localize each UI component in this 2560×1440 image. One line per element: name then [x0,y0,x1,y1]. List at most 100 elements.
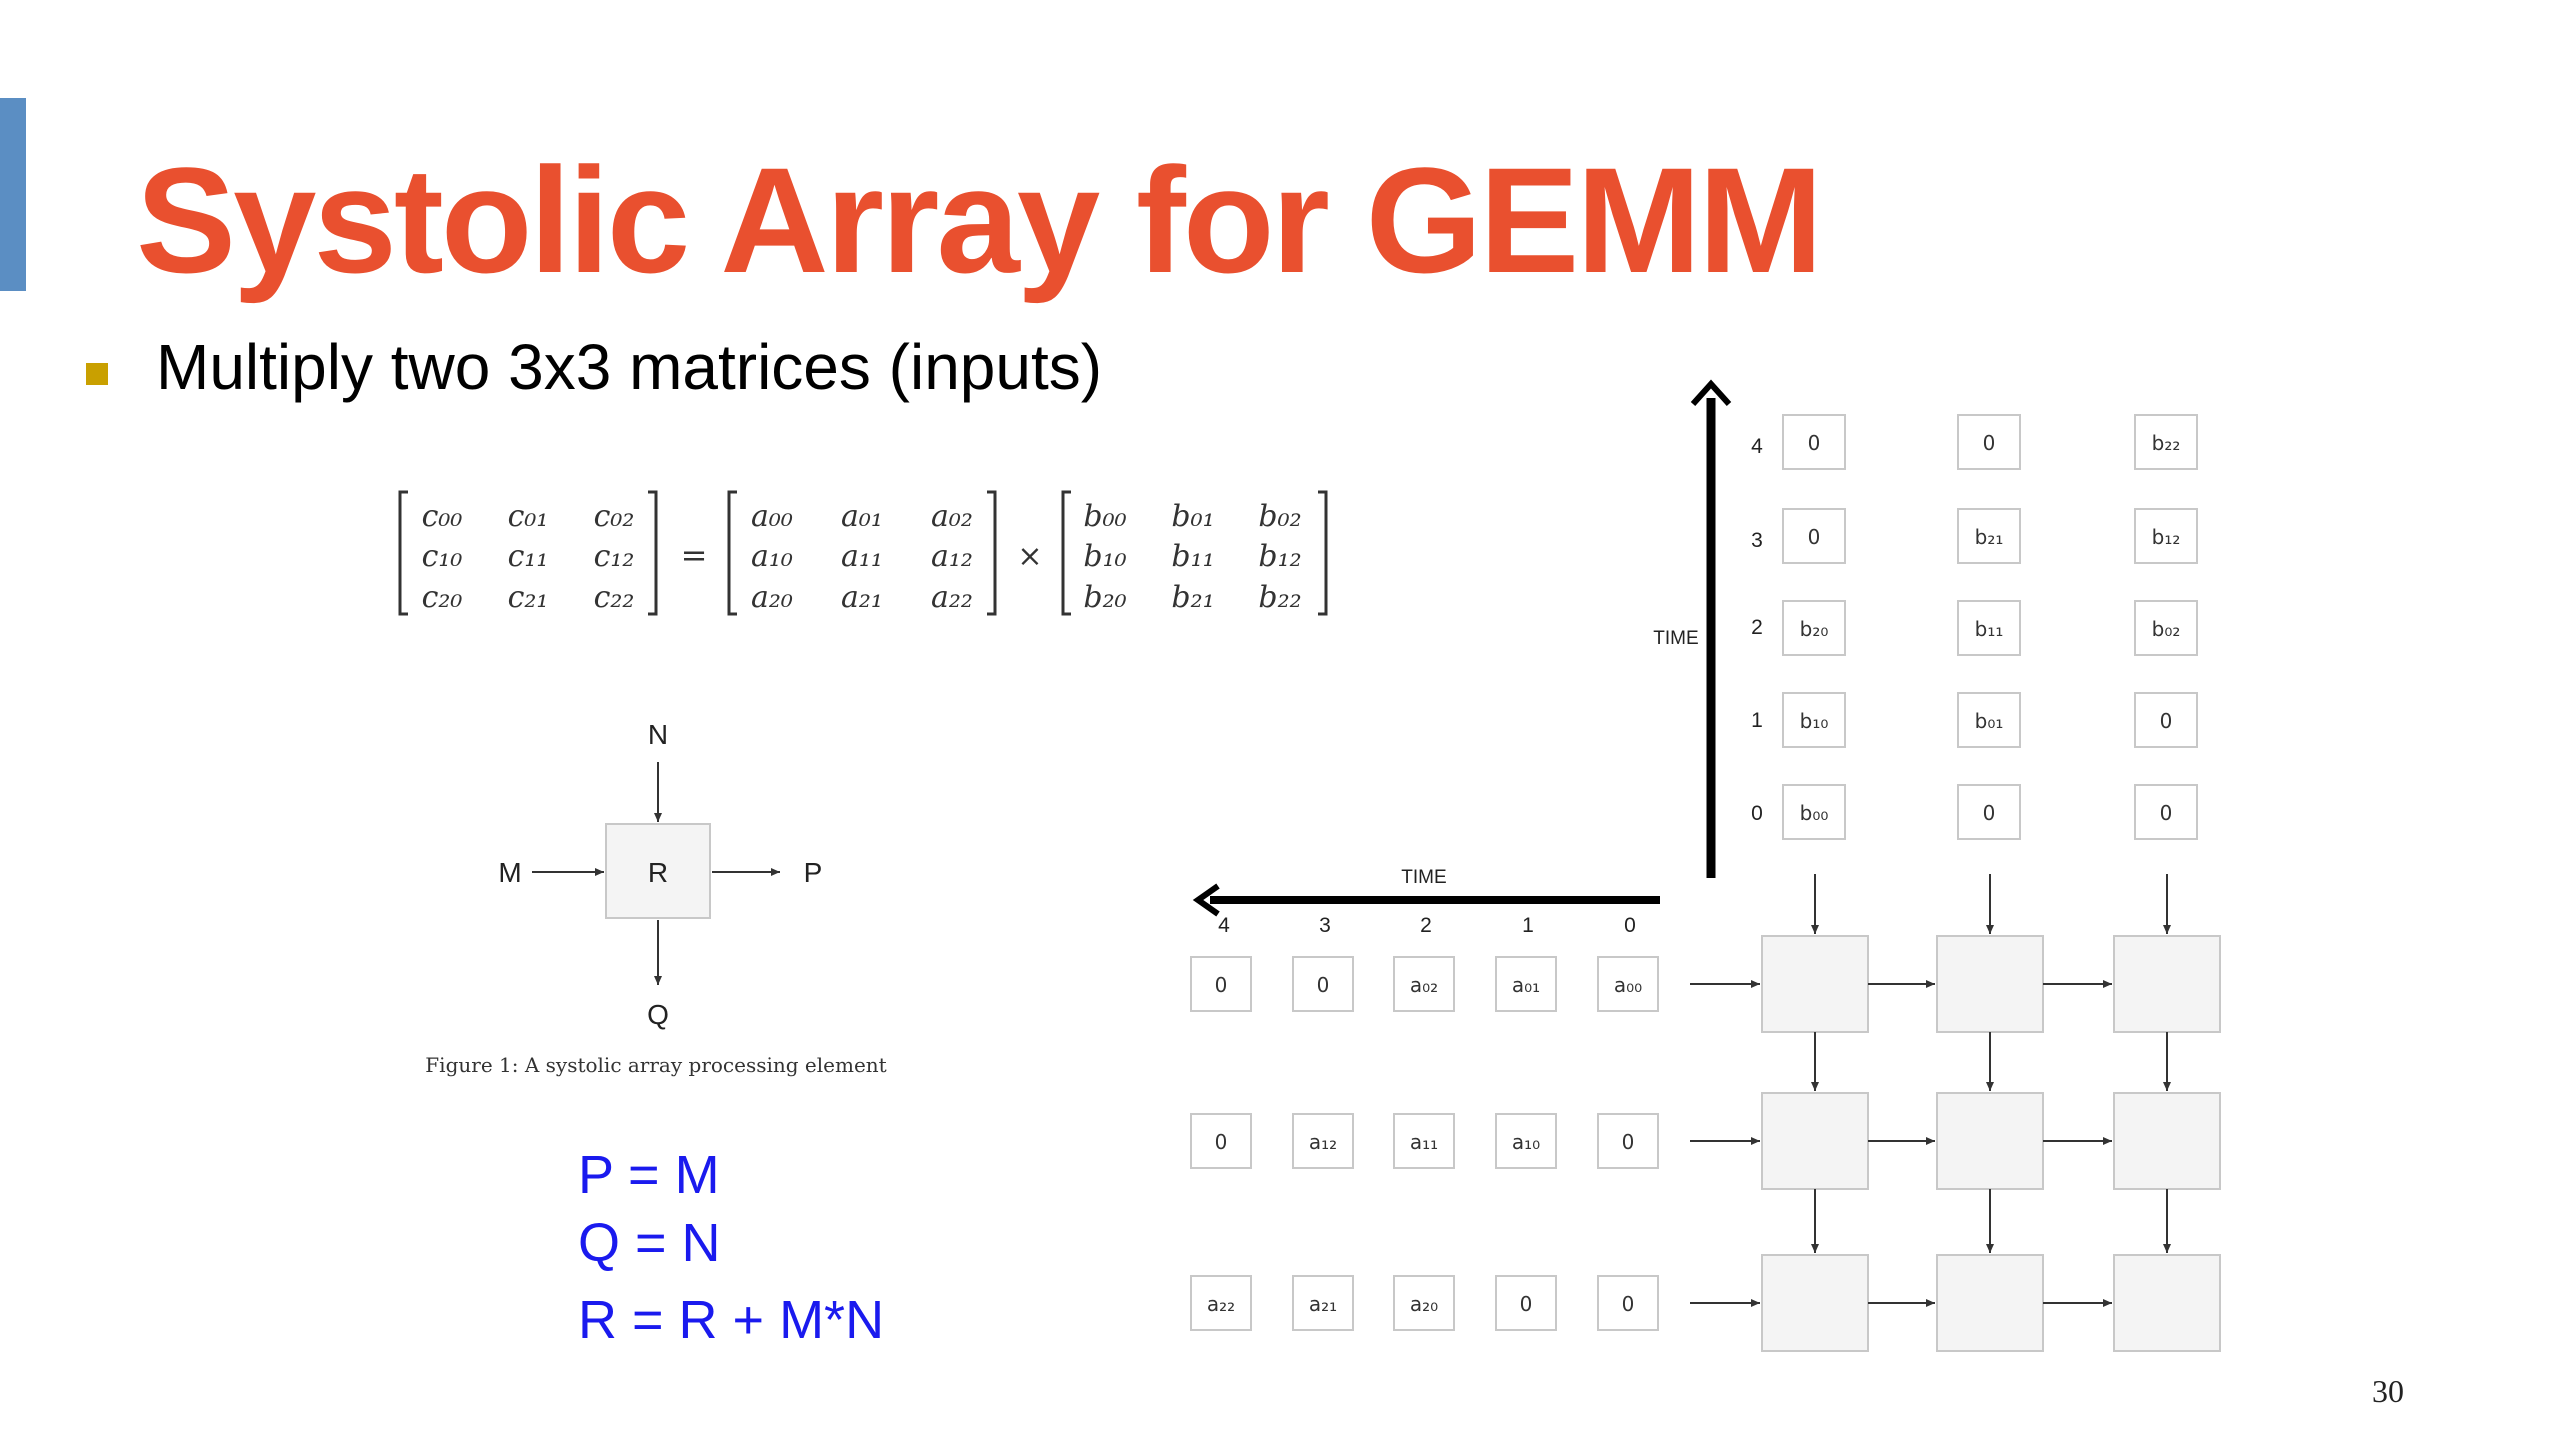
b-input-value: b₁₁ [1975,617,2004,641]
a22-cell: a₂₂ [931,580,973,615]
pe-cell [1936,1254,2044,1352]
a00-cell: a₀₀ [751,499,793,534]
bullet-marker [86,363,108,385]
a10-cell: a₁₀ [751,539,793,574]
a-input-grid: 0 0 a₀₂ a₀₁ a₀₀ 0 a₁₂ a₁₁ a₁₀ 0 a₂₂ a₂₁ … [1190,956,1659,1331]
a-input-value: a₁₀ [1512,1130,1540,1154]
a-input-value: a₂₀ [1410,1292,1438,1316]
a-input-box [1393,1275,1455,1331]
page-number: 30 [2372,1373,2404,1409]
b02-cell: b₀₂ [1258,499,1301,534]
b-input-box [2134,414,2198,470]
pe-cell [2113,935,2221,1033]
v-tick-1: 1 [1751,709,1763,732]
c12-cell: c₁₂ [594,539,635,574]
c10-cell: c₁₀ [422,539,463,574]
a-input-box [1495,1275,1557,1331]
b21-cell: b₂₁ [1171,580,1214,615]
a-input-value: a₂₂ [1207,1292,1235,1316]
b-input-box [2134,784,2198,840]
pe-cell [2113,1254,2221,1352]
b-input-value: b₁₀ [1800,709,1829,733]
pe-cell [2113,1092,2221,1190]
a-bracket-right [987,490,997,616]
c00-cell: c₀₀ [422,499,463,534]
pe-grid [1761,935,2221,1352]
accent-bar [0,98,26,291]
a-input-value: a₀₁ [1512,973,1540,997]
pe-figure: R N M P Q Figure 1: A systolic array pro… [425,719,886,1077]
b-input-value: b₂₂ [2152,431,2181,455]
pe-east-label: P [804,857,823,888]
pe-cell [1761,935,1869,1033]
a-input-box [1495,1113,1557,1169]
b-bracket-right [1318,490,1328,616]
a-input-value: 0 [1215,1130,1228,1154]
equation-r: R = R + M*N [578,1290,885,1350]
b11-cell: b₁₁ [1171,539,1214,574]
pe-cell [1936,935,2044,1033]
a-input-value: a₀₂ [1410,973,1438,997]
b-input-value: b₂₀ [1800,617,1829,641]
a-input-value: 0 [1317,973,1330,997]
b-input-value: 0 [2160,801,2173,825]
a-input-box [1292,1113,1354,1169]
a-input-box [1190,1113,1252,1169]
bullet-text: Multiply two 3x3 matrices (inputs) [156,331,1103,403]
a-input-value: 0 [1622,1130,1635,1154]
a-input-box [1597,1275,1659,1331]
figure-caption: Figure 1: A systolic array processing el… [425,1053,886,1077]
a02-cell: a₀₂ [931,499,973,534]
a-input-box [1597,956,1659,1012]
horizontal-time-arrowhead [1192,883,1220,917]
a-input-box [1292,956,1354,1012]
horizontal-time-label: TIME [1401,867,1446,888]
a11-cell: a₁₁ [841,539,883,574]
c-bracket-left [398,490,408,616]
equals-sign: = [681,536,708,574]
a-input-box [1597,1113,1659,1169]
v-tick-0: 0 [1751,802,1763,825]
a-input-value: 0 [1622,1292,1635,1316]
b-input-box [1957,600,2021,656]
v-tick-3: 3 [1751,529,1763,552]
b-input-value: b₁₂ [2152,525,2181,549]
b-input-value: 0 [1983,431,1996,455]
b-input-box [2134,600,2198,656]
a-input-box [1190,956,1252,1012]
b-input-value: b₀₂ [2152,617,2181,641]
h-tick-0: 0 [1624,914,1636,937]
b-input-box [1782,692,1846,748]
b01-cell: b₀₁ [1171,499,1214,534]
b-input-grid: 0 0 b₂₂ 0 b₂₁ b₁₂ b₂₀ b₁₁ b₀₂ b₁₀ b₀₁ 0 … [1782,414,2198,840]
a-input-value: a₂₁ [1309,1292,1337,1316]
c01-cell: c₀₁ [508,499,549,534]
matrix-equation: c₀₀ c₀₁ c₀₂ c₁₀ c₁₁ c₁₂ c₂₀ c₂₁ c₂₂ = a₀… [398,490,1328,616]
h-tick-1: 1 [1522,914,1534,937]
b00-cell: b₀₀ [1083,499,1126,534]
b-input-value: 0 [1808,525,1821,549]
c20-cell: c₂₀ [422,580,463,615]
b-input-value: b₂₁ [1975,525,2004,549]
b-input-box [2134,692,2198,748]
b-input-box [1957,508,2021,564]
h-tick-2: 2 [1420,914,1432,937]
b-bracket-left [1061,490,1071,616]
b-input-box [1782,600,1846,656]
h-tick-3: 3 [1319,914,1331,937]
c02-cell: c₀₂ [594,499,635,534]
b-input-value: b₀₁ [1975,709,2004,733]
a-input-box [1393,1113,1455,1169]
b-input-box [1782,414,1846,470]
a21-cell: a₂₁ [841,580,883,615]
b-input-box [1782,784,1846,840]
a20-cell: a₂₀ [751,580,793,615]
b-input-value: 0 [1983,801,1996,825]
c11-cell: c₁₁ [508,539,549,574]
a-bracket-left [727,490,737,616]
a-input-box [1292,1275,1354,1331]
vertical-time-axis: TIME 4 3 2 1 0 [1653,379,1763,878]
a-input-box [1393,956,1455,1012]
b-input-value: 0 [2160,709,2173,733]
